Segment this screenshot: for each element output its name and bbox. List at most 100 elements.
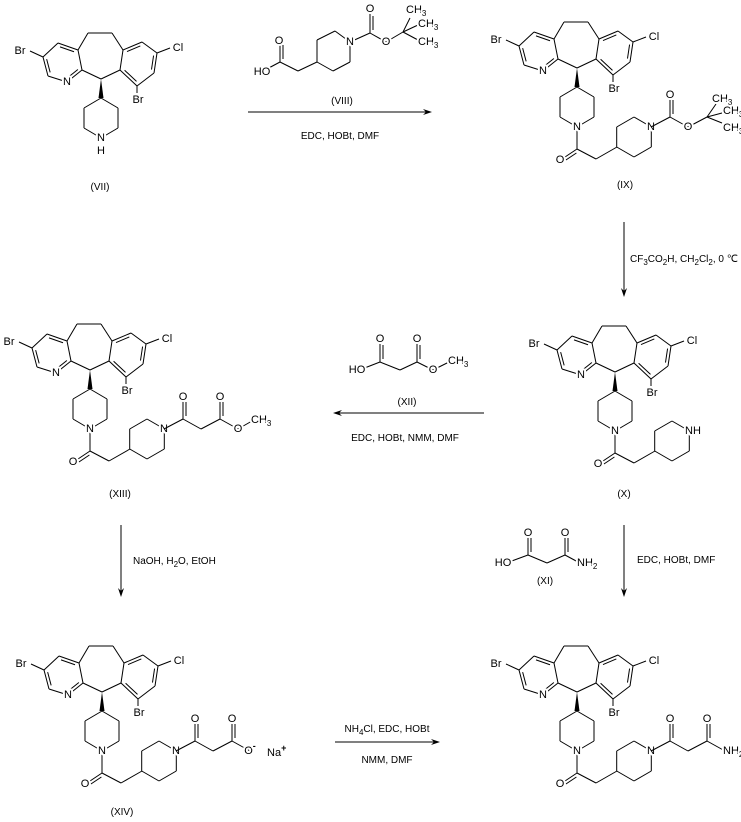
text-part: Cl (699, 254, 708, 265)
bond (597, 390, 616, 402)
bond (101, 772, 122, 784)
text-part: NH (344, 724, 358, 735)
bond (83, 97, 102, 109)
pyridine-nitrogen-label: N (539, 689, 547, 701)
text-part: CH (723, 105, 739, 117)
bond (561, 772, 578, 784)
text-part: O (666, 713, 675, 725)
bond (66, 340, 72, 362)
wedge-bond (87, 370, 93, 389)
bond (518, 31, 535, 47)
text-part: O (413, 333, 422, 345)
bond (616, 116, 635, 128)
bond (89, 450, 110, 462)
bond (671, 420, 690, 432)
arrow-X-to-XIII (333, 410, 484, 416)
carbonyl-oxygen-label: O (81, 778, 90, 790)
bond (518, 45, 525, 66)
subscript: 2 (739, 750, 741, 759)
bond (616, 770, 635, 782)
bond (66, 323, 78, 342)
bond (559, 116, 578, 128)
bond (100, 97, 119, 109)
bond (576, 148, 597, 160)
bond (625, 325, 638, 344)
text-part: N (573, 745, 581, 757)
bromine-label: Br (134, 707, 145, 719)
text-part: Br (133, 94, 144, 106)
text-part: CH (448, 355, 464, 367)
text-part: N (539, 65, 547, 77)
chlorine-label: Cl (649, 31, 659, 43)
bond (154, 665, 159, 687)
arrow-XIII-to-XIV (118, 525, 124, 597)
subscript: 2 (663, 258, 668, 267)
bond (264, 61, 281, 71)
bond (522, 47, 527, 62)
bond (78, 454, 90, 463)
bond (576, 86, 595, 98)
bond (614, 362, 635, 373)
compound-label-XIII: (XIII) (109, 489, 131, 500)
reagent-label-XII: (XII) (398, 397, 417, 408)
conditions-IX-to-X: CF3​CO2​H, CH2​Cl2​, 0 ℃ (630, 254, 738, 267)
arrow-X-to-final (621, 525, 627, 597)
bond (182, 418, 202, 430)
bond (602, 658, 617, 666)
conditions-X-to-final: EDC, HOBt, DMF (637, 555, 715, 566)
bond (595, 362, 616, 373)
bond (633, 146, 652, 158)
bond (603, 456, 615, 465)
text-part: HO (349, 364, 366, 376)
bond (158, 740, 177, 752)
bond (136, 72, 155, 87)
subscript: 3 (464, 360, 469, 369)
bond (542, 682, 559, 696)
bond (142, 654, 159, 667)
bond (523, 64, 544, 72)
bond (632, 660, 647, 667)
subscript: 3 (739, 127, 741, 136)
text-part: N (346, 36, 354, 48)
nitrogen-label: N (346, 36, 354, 48)
text-part: (IX) (617, 180, 633, 191)
bond (100, 323, 113, 342)
bond (113, 360, 126, 373)
bond (68, 682, 80, 692)
bond (89, 418, 108, 430)
bond (523, 688, 544, 696)
bond (654, 450, 673, 462)
bond (522, 671, 527, 686)
bond (598, 654, 619, 664)
bond (43, 669, 50, 690)
text-part: CH (406, 4, 422, 16)
bromine-label: Br (15, 45, 26, 57)
oxygen-label: O (382, 36, 391, 48)
bond (595, 146, 618, 160)
bond (145, 338, 160, 345)
bond (129, 418, 148, 430)
chlorine-label: Cl (173, 42, 183, 54)
subscript: 3 (728, 98, 733, 107)
bond (141, 770, 160, 782)
bond (66, 69, 83, 83)
bond (123, 654, 144, 664)
bond (349, 32, 371, 43)
bond (77, 49, 83, 71)
conditions-XIV-to-final-below: NMM, DMF (361, 755, 412, 766)
bond (633, 450, 656, 464)
bond (31, 333, 48, 349)
oxygen-label: O (275, 35, 284, 47)
bond (687, 740, 708, 752)
bond (119, 69, 138, 87)
keto-oxygen-label: O (179, 391, 188, 403)
wedge-bond (574, 692, 580, 711)
bond (158, 770, 177, 782)
bond (48, 337, 64, 344)
bond (595, 38, 600, 60)
pyridine-nitrogen-label: N (52, 367, 60, 379)
bond (616, 146, 635, 158)
text-part: (XIII) (109, 489, 131, 500)
